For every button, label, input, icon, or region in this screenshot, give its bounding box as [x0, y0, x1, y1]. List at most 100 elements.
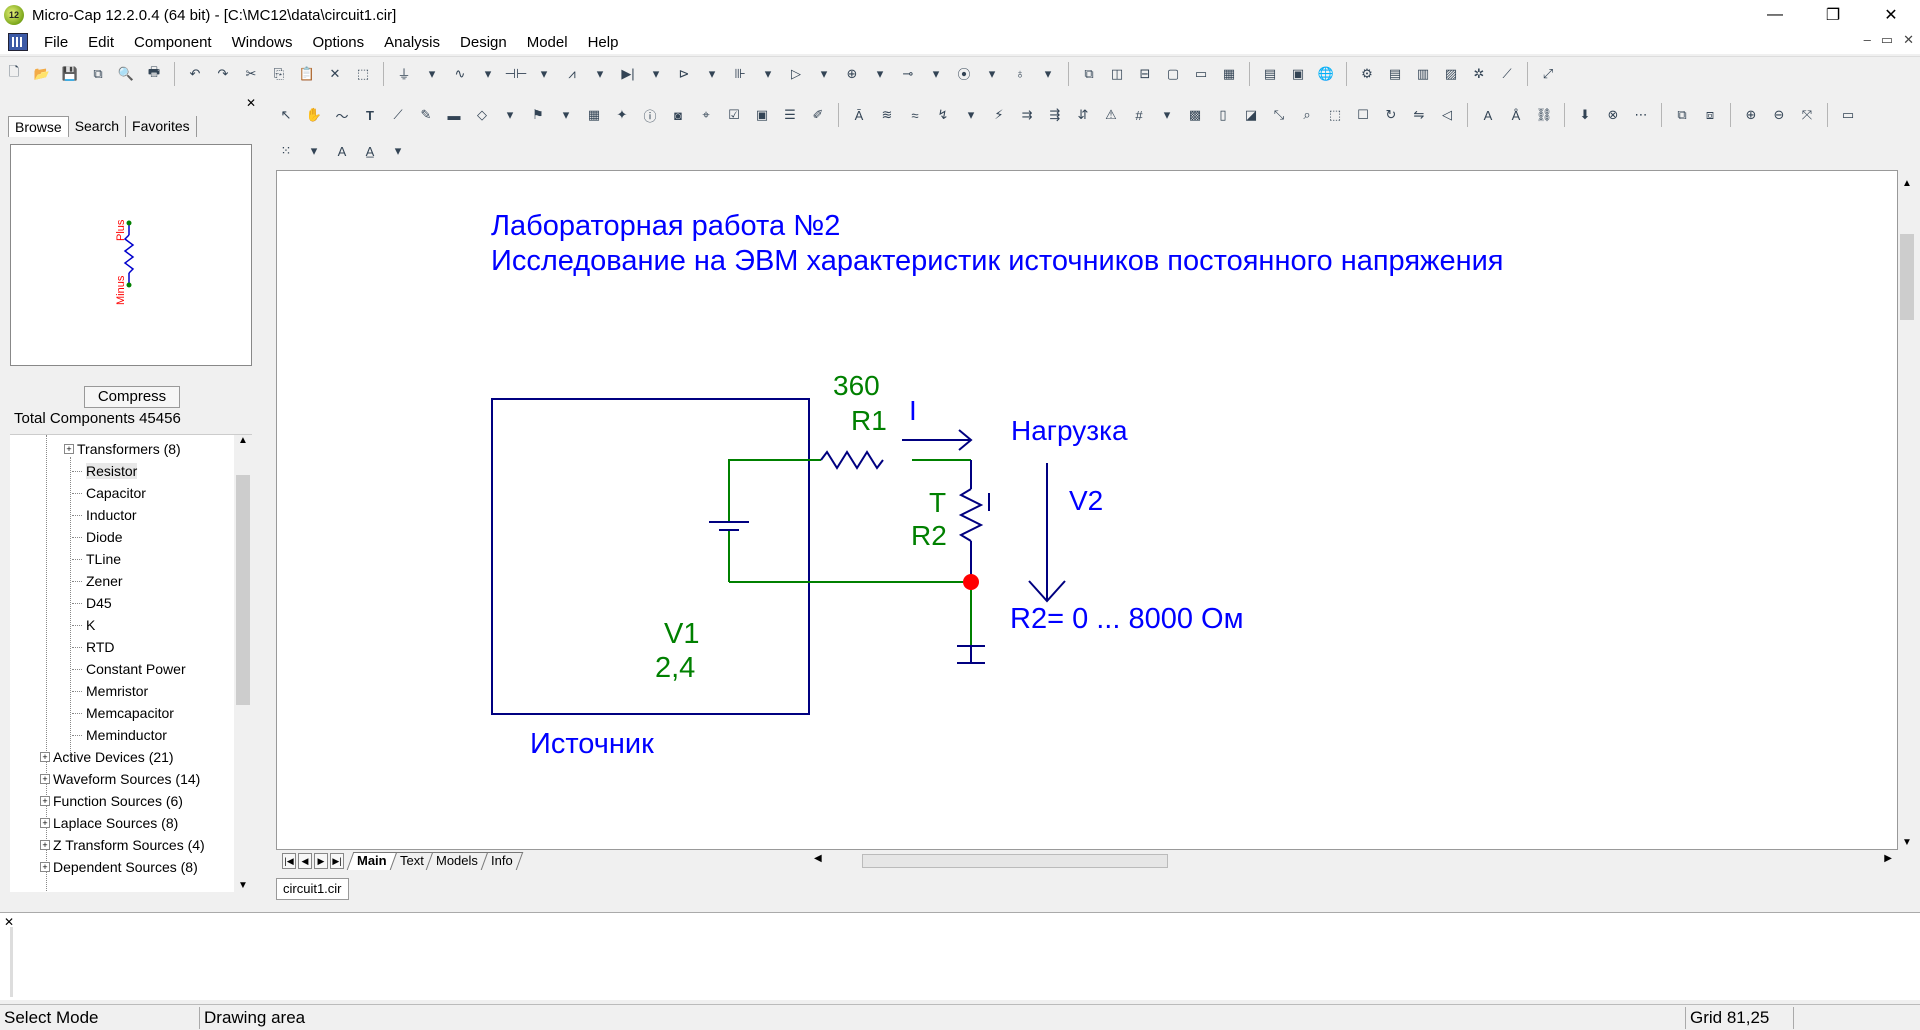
component-panel-icon[interactable]: ▤: [1263, 65, 1277, 81]
analysis-icon-4[interactable]: ▨: [1444, 65, 1458, 81]
redo-icon[interactable]: ↷: [217, 65, 229, 81]
send-back-icon[interactable]: ⧈: [1705, 107, 1715, 122]
grid-text-icon[interactable]: ▣: [755, 107, 769, 122]
edit-icon[interactable]: ✐: [812, 107, 824, 122]
paste-icon[interactable]: 📋: [298, 65, 316, 81]
step-in-icon[interactable]: ⬇: [1579, 107, 1591, 122]
diode-icon[interactable]: ▶|: [621, 65, 635, 81]
transistor-icon[interactable]: ⊳: [678, 65, 690, 81]
tree-item-resistor[interactable]: Resistor: [72, 463, 138, 479]
mirror-icon[interactable]: ⇋: [1413, 107, 1425, 122]
close-button[interactable]: ✕: [1884, 7, 1898, 24]
tree-item-diode[interactable]: Diode: [72, 529, 123, 545]
stop-icon[interactable]: ⊗: [1607, 107, 1619, 122]
scroll-down-icon[interactable]: ▼: [1902, 837, 1912, 848]
expand-icon[interactable]: +: [64, 444, 74, 454]
table-icon[interactable]: ▦: [587, 107, 601, 122]
rotate-icon[interactable]: ↻: [1385, 107, 1397, 122]
schematic-canvas[interactable]: Лабораторная работа №2 Исследование на Э…: [276, 170, 1898, 850]
dropdown-arrow-icon[interactable]: ▾: [562, 107, 570, 122]
mdi-close-button[interactable]: ✕: [1903, 32, 1914, 47]
rubberband-icon[interactable]: ⤡: [1273, 107, 1285, 122]
v1-value-label[interactable]: 2,4: [655, 652, 695, 684]
delete-icon[interactable]: ✕: [329, 65, 341, 81]
zoom-in-icon[interactable]: ⊕: [1745, 107, 1757, 122]
mdi-minimize-button[interactable]: –: [1863, 32, 1871, 47]
menu-model[interactable]: Model: [526, 33, 568, 51]
save-all-icon[interactable]: ⧉: [93, 65, 103, 81]
tree-group-active-devices[interactable]: +Active Devices (21): [40, 749, 174, 765]
file-tab-circuit1[interactable]: circuit1.cir: [276, 878, 349, 900]
list-icon[interactable]: ☰: [784, 107, 796, 122]
warning-icon[interactable]: ⚠: [1105, 107, 1117, 122]
bezier-icon[interactable]: ✎: [420, 107, 432, 122]
condition-icon[interactable]: ⇉: [1021, 107, 1033, 122]
zoom-out-icon[interactable]: ⊖: [1773, 107, 1785, 122]
more-icon[interactable]: ⋯: [1634, 107, 1648, 122]
cut-icon[interactable]: ✂: [245, 65, 257, 81]
document-menu-icon[interactable]: [8, 33, 28, 51]
tree-group-z-transform-sources[interactable]: +Z Transform Sources (4): [40, 837, 205, 853]
resistor-icon[interactable]: ⩘: [568, 65, 576, 81]
r2-t-label[interactable]: T: [929, 487, 946, 518]
dropdown-arrow-icon[interactable]: ▾: [876, 65, 884, 81]
analysis-icon-2[interactable]: ▤: [1388, 65, 1402, 81]
print-preview-icon[interactable]: 🔍: [117, 65, 135, 81]
menu-edit[interactable]: Edit: [88, 33, 115, 51]
r1-resistor-symbol[interactable]: [820, 450, 884, 470]
font-style-icon[interactable]: A̲: [365, 143, 375, 159]
title-block-icon[interactable]: ▯: [1219, 107, 1227, 122]
help-icon[interactable]: ◙: [674, 107, 682, 123]
copy-icon[interactable]: ⎘: [273, 65, 285, 81]
tab-favorites[interactable]: Favorites: [126, 116, 197, 137]
tree-scroll-thumb[interactable]: [236, 475, 250, 705]
switch-icon[interactable]: ⊸: [902, 65, 914, 81]
globe-icon[interactable]: 🌐: [1317, 65, 1335, 81]
scroll-right-icon[interactable]: ▶: [1884, 853, 1892, 864]
panel-close-icon[interactable]: ✕: [245, 96, 256, 110]
node-numbers-icon[interactable]: ≋: [881, 107, 893, 122]
tile-horizontal-icon[interactable]: ⊟: [1139, 65, 1151, 81]
menu-component[interactable]: Component: [134, 33, 212, 51]
dropdown-arrow-icon[interactable]: ▾: [932, 65, 940, 81]
opamp-icon[interactable]: ▷: [791, 65, 801, 81]
check-icon[interactable]: ☑: [728, 107, 740, 122]
open-folder-icon[interactable]: 📂: [33, 65, 51, 81]
attribute-text-icon[interactable]: Ā: [854, 107, 864, 123]
window-icon[interactable]: ▢: [1166, 65, 1180, 81]
grid-icon[interactable]: #: [1135, 107, 1143, 123]
tree-item-memristor[interactable]: Memristor: [72, 683, 148, 699]
compress-button[interactable]: Compress: [84, 386, 180, 408]
pan-hand-icon[interactable]: ✋: [305, 107, 323, 122]
schematic-horizontal-scrollbar[interactable]: ◀ ▶: [810, 852, 1896, 870]
pin-names-icon[interactable]: ⇵: [1077, 107, 1089, 122]
box-icon[interactable]: ☐: [1357, 107, 1369, 122]
r1-name-label[interactable]: R1: [851, 405, 887, 436]
font-icon[interactable]: A: [337, 143, 347, 159]
dropdown-arrow-icon[interactable]: ▾: [506, 107, 514, 122]
battery-icon[interactable]: ⊪: [734, 65, 746, 81]
analysis-icon-3[interactable]: ▥: [1416, 65, 1430, 81]
node-voltages-icon[interactable]: ≈: [911, 107, 919, 123]
menu-analysis[interactable]: Analysis: [384, 33, 441, 51]
tree-item-constant-power[interactable]: Constant Power: [72, 661, 186, 677]
currents-icon[interactable]: ↯: [937, 107, 949, 122]
dropdown-arrow-icon[interactable]: ▾: [596, 65, 604, 81]
dropdown-arrow-icon[interactable]: ▾: [652, 65, 660, 81]
dropdown-arrow-icon[interactable]: ▾: [988, 65, 996, 81]
expand-icon[interactable]: +: [40, 774, 50, 784]
v1-name-label[interactable]: V1: [664, 618, 699, 650]
node-icon[interactable]: ⦿: [957, 67, 971, 82]
source-icon[interactable]: ⊕: [846, 65, 858, 81]
scroll-down-icon[interactable]: ▼: [238, 880, 248, 891]
select-all-icon[interactable]: ⬚: [356, 65, 370, 81]
tree-scrollbar[interactable]: ▲ ▼: [234, 435, 252, 892]
dropdown-arrow-icon[interactable]: ▾: [764, 65, 772, 81]
dropdown-arrow-icon[interactable]: ▾: [967, 107, 975, 122]
replace-text-icon[interactable]: Å: [1511, 107, 1521, 123]
scroll-up-icon[interactable]: ▲: [1902, 178, 1912, 189]
text-tool-icon[interactable]: T: [366, 107, 374, 123]
r2-name-label[interactable]: R2: [911, 520, 947, 551]
expand-icon[interactable]: +: [40, 796, 50, 806]
schematic-vertical-scrollbar[interactable]: ▲ ▼: [1898, 170, 1916, 850]
